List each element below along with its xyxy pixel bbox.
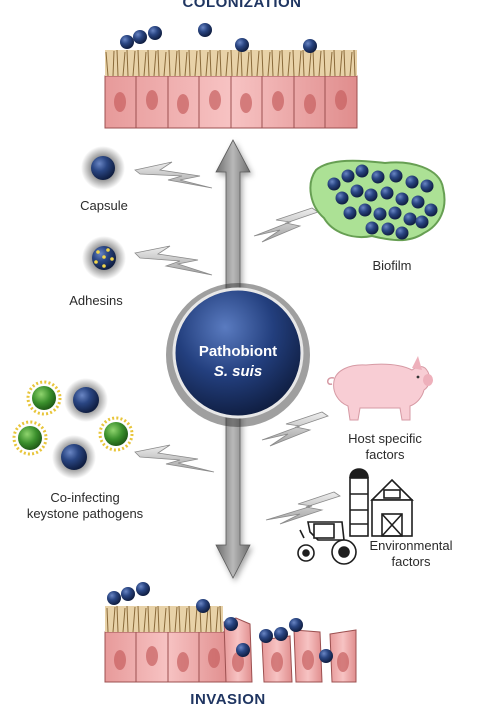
pig-icon: [327, 356, 433, 421]
species-name: S. suis: [213, 363, 263, 380]
lightning-bolt-icons: [134, 161, 341, 525]
biofilm-label: Biofilm: [372, 258, 412, 273]
biofilm-icon: [309, 159, 446, 242]
pathobiont-sphere: [166, 283, 310, 427]
adhesins-label: Adhesins: [69, 293, 123, 308]
co-infecting-pathogens-icon: [12, 378, 134, 479]
farm-environment-icon: [297, 468, 414, 565]
env-label-line2: factors: [391, 554, 431, 569]
pathobiont-label: Pathobiont S. suis: [172, 342, 304, 382]
host-label-line2: factors: [365, 447, 405, 462]
co-infecting-label: Co-infecting keystone pathogens: [10, 490, 160, 522]
bottom-epithelium: [104, 582, 357, 683]
co-infecting-label-line1: Co-infecting: [50, 490, 120, 505]
top-epithelium: [104, 23, 358, 129]
pathobiont-title: Pathobiont: [198, 343, 278, 360]
adherent-bacteria-top: [120, 23, 317, 53]
green-pathogen-3: [98, 416, 134, 452]
co-infecting-label-line2: keystone pathogens: [26, 506, 144, 521]
host-label-line1: Host specific: [348, 431, 422, 446]
green-pathogen-2: [12, 420, 48, 456]
env-label-line1: Environmental: [369, 538, 453, 553]
capsule-label: Capsule: [80, 198, 128, 213]
adhesins-bacterium-icon: [82, 236, 126, 280]
host-specific-label: Host specific factors: [330, 431, 440, 463]
capsule-bacterium-icon: [81, 146, 125, 190]
environmental-label: Environmental factors: [356, 538, 466, 570]
colonization-heading: COLONIZATION: [182, 0, 302, 11]
invading-bacteria: [107, 582, 333, 663]
green-pathogen-1: [26, 380, 62, 416]
